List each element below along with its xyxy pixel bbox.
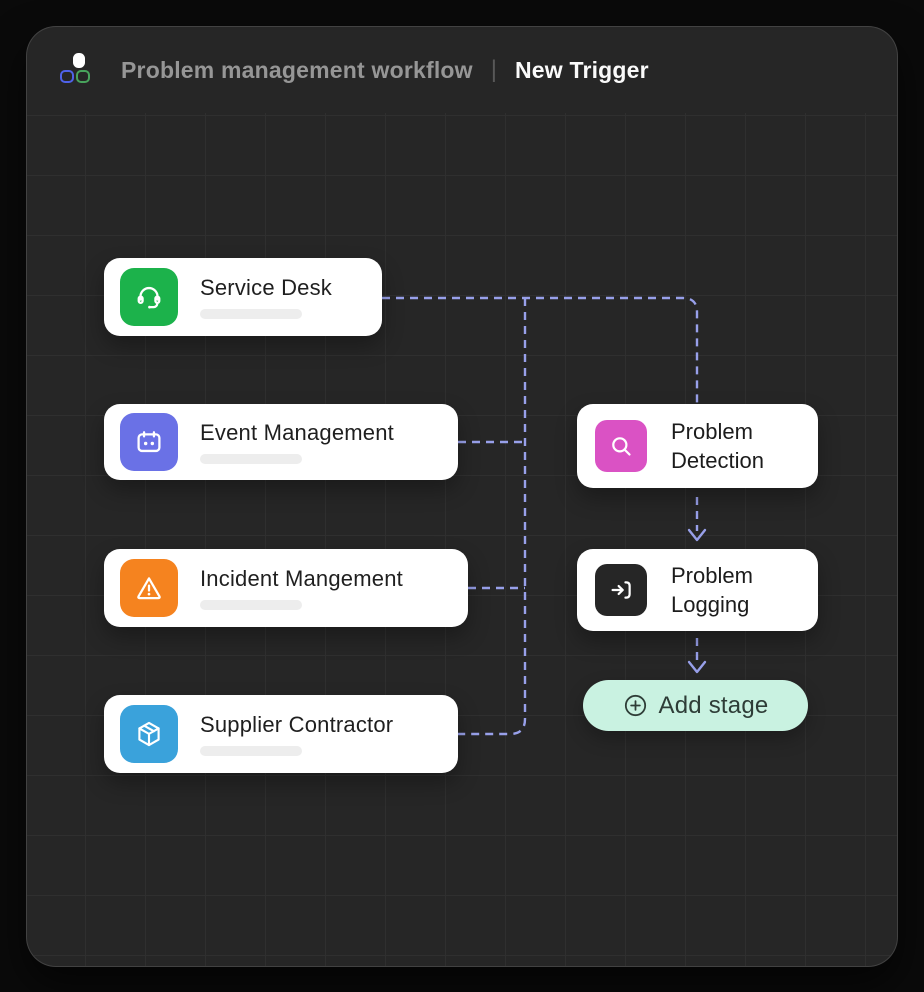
node-label: Incident Mangement xyxy=(200,566,403,591)
header-separator: | xyxy=(490,56,497,83)
workflow-title: Problem management workflow xyxy=(121,56,473,83)
node-subtitle-placeholder xyxy=(200,746,302,756)
node-label: Supplier Contractor xyxy=(200,712,394,737)
search-icon xyxy=(595,420,647,472)
node-label: Event Management xyxy=(200,420,394,445)
node-supplier-contractor[interactable]: Supplier Contractor xyxy=(104,695,458,773)
node-subtitle-placeholder xyxy=(200,309,302,319)
calendar-icon xyxy=(120,413,178,471)
cube-icon xyxy=(120,705,178,763)
node-service-desk[interactable]: Service Desk xyxy=(104,258,382,336)
app-logo-icon[interactable] xyxy=(59,51,93,93)
warning-icon xyxy=(120,559,178,617)
headset-icon xyxy=(120,268,178,326)
add-stage-button[interactable]: Add stage xyxy=(583,680,808,731)
logo-blue-square xyxy=(60,70,74,83)
plus-circle-icon xyxy=(623,693,648,718)
app-header: Problem management workflow | New Trigge… xyxy=(27,27,897,113)
workflow-grid-canvas[interactable] xyxy=(27,113,897,966)
logo-white-square xyxy=(73,53,85,68)
node-problem-detection[interactable]: Problem Detection xyxy=(577,404,818,488)
node-label: Problem Detection xyxy=(671,419,764,473)
node-incident-management[interactable]: Incident Mangement xyxy=(104,549,468,627)
logo-green-square xyxy=(76,70,90,83)
node-event-management[interactable]: Event Management xyxy=(104,404,458,480)
node-problem-logging[interactable]: Problem Logging xyxy=(577,549,818,631)
workflow-panel: Problem management workflow | New Trigge… xyxy=(26,26,898,967)
trigger-breadcrumb: New Trigger xyxy=(514,56,649,83)
node-subtitle-placeholder xyxy=(200,454,302,464)
node-label: Service Desk xyxy=(200,275,332,300)
node-label: Problem Logging xyxy=(671,563,753,617)
login-icon xyxy=(595,564,647,616)
node-subtitle-placeholder xyxy=(200,600,302,610)
add-stage-label: Add stage xyxy=(658,691,769,719)
